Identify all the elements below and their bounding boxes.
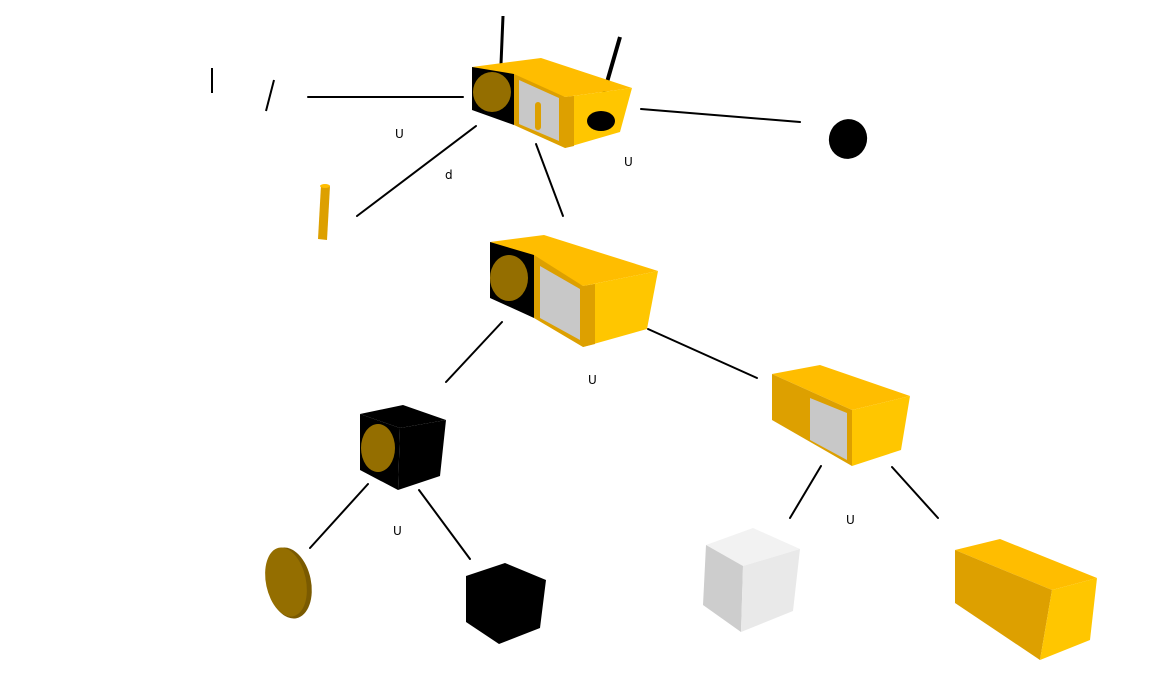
root-black-disc <box>587 111 615 131</box>
black-cube-ochre-disc <box>361 424 395 472</box>
edge-mid-to-black-cube <box>445 321 503 383</box>
root-box-right-strip <box>565 96 574 148</box>
yellow-cylinder-node <box>318 184 330 240</box>
edge-black-cube-to-ellipse <box>309 483 369 549</box>
edge-right-box-to-yellow-box <box>891 466 939 519</box>
white-cube-top <box>706 528 800 566</box>
root-ochre-disc <box>473 72 511 112</box>
small-black-cube-leaf <box>466 563 546 644</box>
yellow-cylinder-top <box>320 184 330 188</box>
ochre-ellipse-face <box>265 547 307 617</box>
yellow-box-top <box>955 539 1097 590</box>
yellow-cylinder-body <box>318 185 330 240</box>
stick-right <box>265 79 275 112</box>
small-black-cube-shape <box>466 563 546 644</box>
mid-box-right-face <box>583 271 658 347</box>
edge-right-box-to-white-cube <box>789 465 822 519</box>
edge-root-to-mid <box>535 143 564 217</box>
right-box-right <box>852 396 910 466</box>
right-box-gray-panel <box>810 398 847 460</box>
yellow-box-left <box>955 550 1052 660</box>
op-label-root-right: U <box>624 155 633 169</box>
edge-root-to-disk <box>640 108 801 123</box>
tree-edges <box>307 96 939 560</box>
sticks-node <box>211 68 275 112</box>
right-yellow-box-with-panel <box>772 365 910 466</box>
root-small-cylinder <box>535 102 541 130</box>
mid-box-right-strip <box>583 284 595 347</box>
operation-labels: U U d U U U <box>393 127 855 538</box>
mid-ochre-disc <box>490 255 528 301</box>
mid-gray-panel <box>540 266 580 340</box>
root-box-top-face <box>472 58 632 97</box>
black-disc-node <box>828 119 868 159</box>
white-cube-right <box>741 549 800 632</box>
edge-black-cube-to-small-cube <box>418 489 471 560</box>
ochre-ellipse-leaf <box>265 547 312 619</box>
edge-mid-to-right-box <box>647 328 758 379</box>
black-cube-top <box>360 405 446 428</box>
right-box-top <box>772 365 910 410</box>
black-disc <box>828 119 868 159</box>
edge-root-to-cylinder <box>356 125 477 217</box>
mid-box-top-face <box>490 235 658 286</box>
white-cube-left <box>703 545 743 632</box>
op-label-mid: U <box>588 373 597 387</box>
op-label-black-cube: U <box>393 524 402 538</box>
op-label-root-left: U <box>395 127 404 141</box>
black-cube-with-disc <box>360 405 446 490</box>
root-antenna-left <box>499 15 505 65</box>
root-composite-object <box>472 15 632 148</box>
mid-composite-object <box>490 235 658 347</box>
op-label-right-box: U <box>846 513 855 527</box>
white-cube-leaf <box>703 528 800 632</box>
op-label-root-diff: d <box>445 168 453 182</box>
yellow-box-right <box>1040 578 1097 660</box>
black-cube-right <box>398 420 446 490</box>
yellow-box-leaf <box>955 539 1097 660</box>
